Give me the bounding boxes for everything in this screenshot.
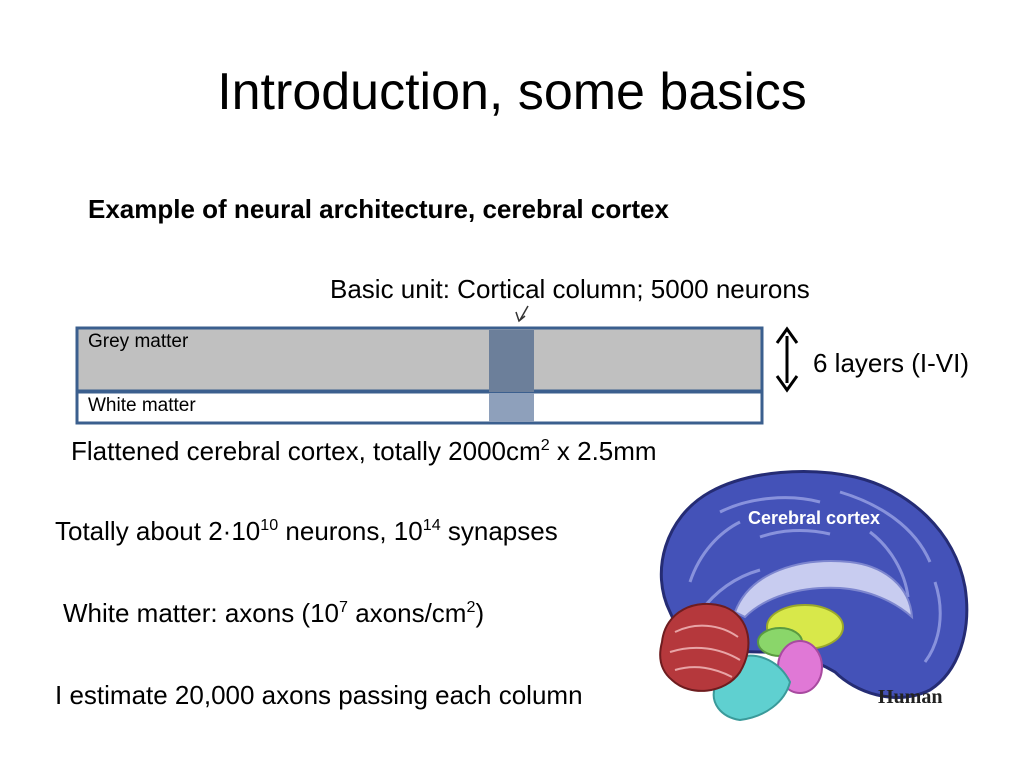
grey-matter-band: [75, 326, 764, 393]
flattened-cortex-text: Flattened cerebral cortex, totally 2000c…: [71, 435, 657, 466]
inner-cortex: [733, 560, 914, 620]
layers-text: 6 layers (I-VI): [813, 348, 970, 378]
column-pointer-arrow: [519, 305, 529, 321]
grey-matter-label: Grey matter: [88, 331, 189, 352]
cerebral-cortex-label: Cerebral cortex: [748, 508, 881, 528]
human-label: Human: [878, 686, 943, 708]
neuron-count-text: Totally about 2·1010 neurons, 1014 synap…: [55, 515, 558, 546]
white-matter-label: White matter: [88, 395, 196, 416]
white-matter-band: [75, 390, 764, 425]
basic-unit-text: Basic unit: Cortical column; 5000 neuron…: [330, 274, 810, 304]
slide-subtitle: Example of neural architecture, cerebral…: [88, 194, 669, 224]
cortical-column: [489, 330, 534, 392]
brain-illustration: [659, 470, 969, 722]
white-matter-axons-text: White matter: axons (107 axons/cm2): [63, 597, 485, 628]
cortical-column-lower: [489, 393, 534, 422]
axon-estimate-text: I estimate 20,000 axons passing each col…: [55, 680, 583, 710]
slide-title: Introduction, some basics: [217, 63, 807, 121]
